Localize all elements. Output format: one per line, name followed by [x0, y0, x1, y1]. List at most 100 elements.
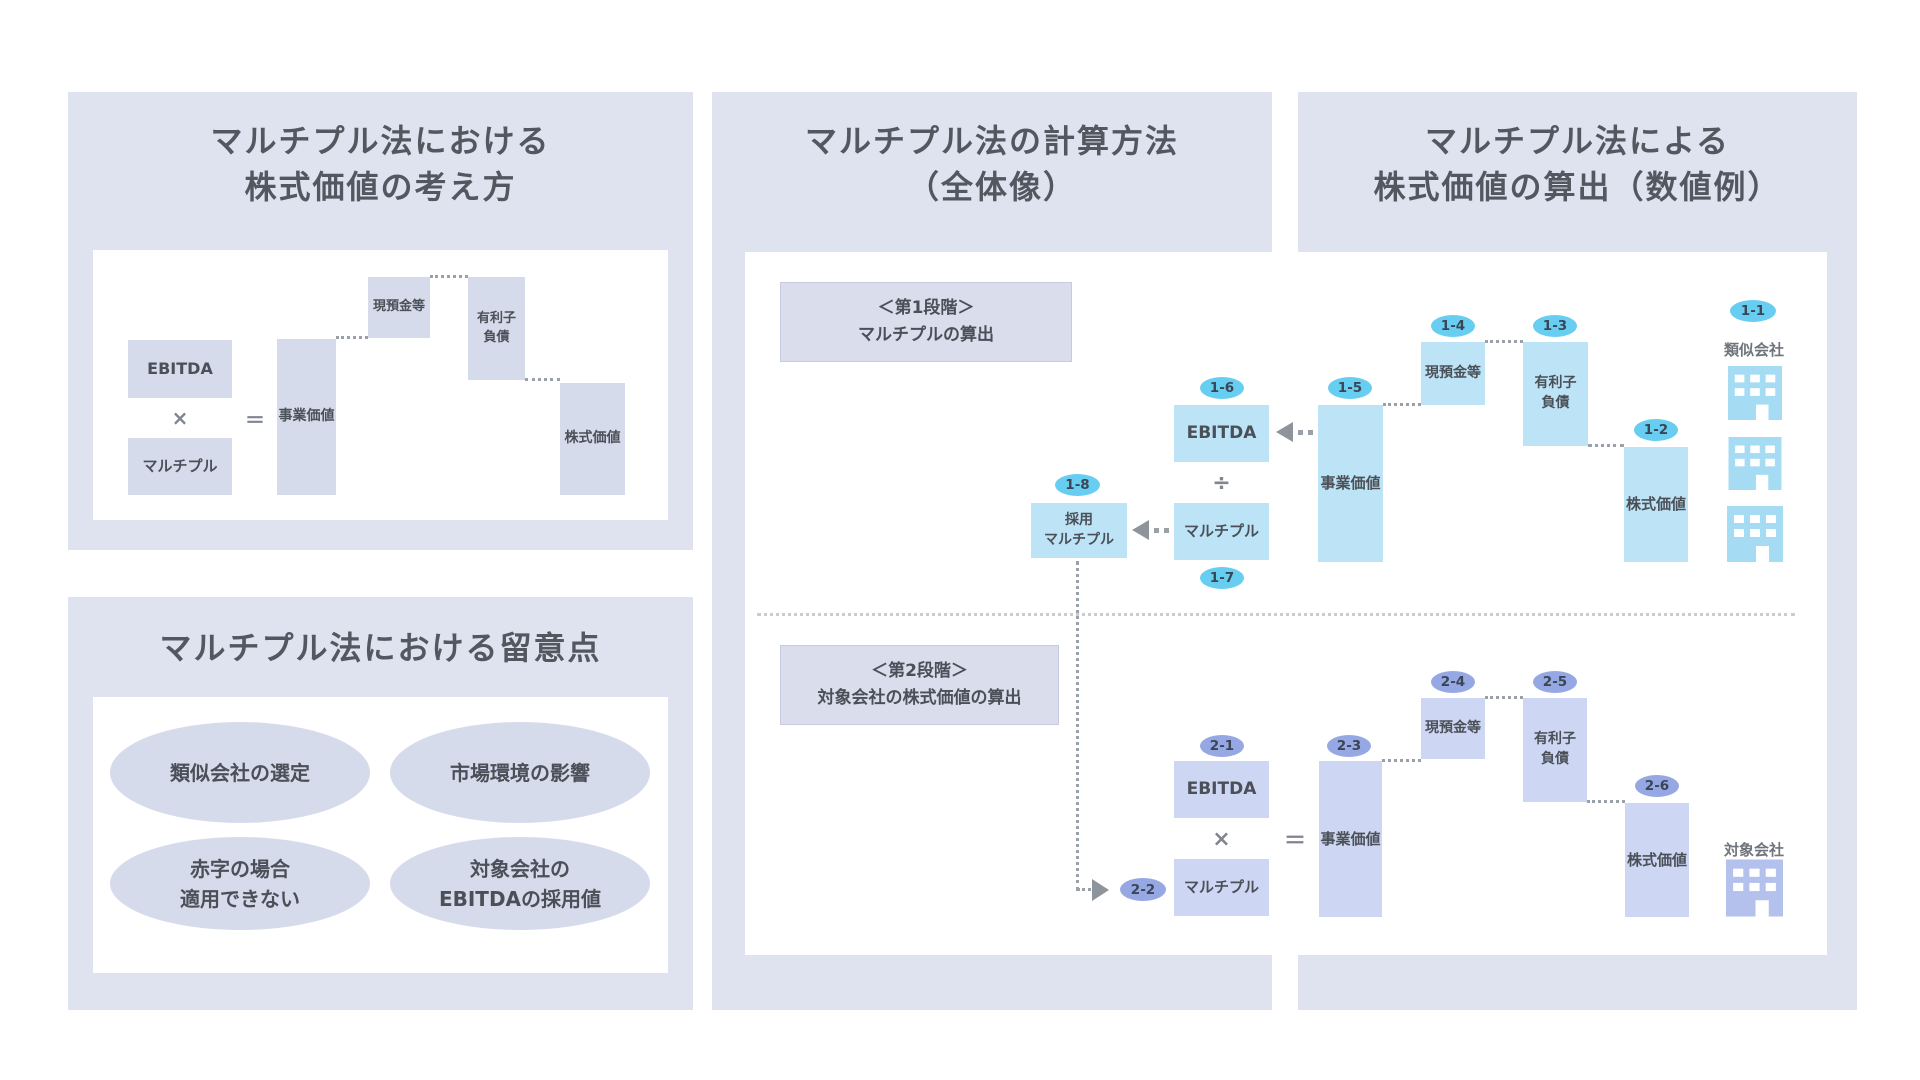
arrow-dot — [1308, 429, 1313, 435]
badge-1-3: 1-3 — [1533, 315, 1577, 337]
card-concept-title: マルチプル法における 株式価値の考え方 — [68, 118, 693, 211]
stage2-connector-cash-debt — [1485, 696, 1523, 699]
stage1-company-label: 類似会社 — [1714, 339, 1794, 360]
stage-divider-line — [757, 613, 1795, 616]
stage1-divide-glyph: ÷ — [1212, 470, 1231, 496]
stage1-debt-line1: 有利子 — [1534, 375, 1577, 392]
badge-2-1-text: 2-1 — [1209, 738, 1235, 754]
badge-1-8: 1-8 — [1055, 474, 1100, 496]
stage1-divide-operator: ÷ — [1174, 464, 1269, 502]
badge-1-2: 1-2 — [1634, 419, 1678, 441]
badge-2-3-text: 2-3 — [1336, 738, 1362, 754]
card-example-title: マルチプル法による 株式価値の算出（数値例） — [1298, 118, 1857, 211]
stage1-adopted-multiple-box: 採用 マルチプル — [1031, 503, 1127, 558]
concept-ebitda-label: EBITDA — [147, 358, 213, 378]
stage2-ev-bar: 事業価値 — [1319, 761, 1382, 917]
building-icon — [1728, 366, 1782, 420]
stage1-multiple-box: マルチプル — [1174, 503, 1269, 560]
concept-connector-cash-debt — [430, 275, 468, 278]
badge-1-5: 1-5 — [1328, 377, 1372, 399]
stage2-debt-box: 有利子 負債 — [1523, 698, 1587, 802]
card-calc-title-line2: （全体像） — [906, 168, 1077, 207]
concept-equals-glyph: ＝ — [245, 407, 265, 432]
stage2-cash-box: 現預金等 — [1421, 698, 1485, 759]
stage1-label: ＜第1段階＞ マルチプルの算出 — [780, 282, 1072, 362]
stage1-multiple-label: マルチプル — [1183, 522, 1259, 540]
badge-1-1: 1-1 — [1730, 300, 1776, 322]
stage2-debt-line1: 有利子 — [1534, 731, 1576, 748]
arrow-dot — [1164, 527, 1169, 533]
stage2-equals-glyph: ＝ — [1283, 829, 1306, 854]
badge-2-3: 2-3 — [1327, 735, 1371, 757]
stage1-equity-box: 株式価値 — [1624, 447, 1688, 562]
concept-multiple-box: マルチプル — [128, 438, 232, 495]
badge-1-3-text: 1-3 — [1542, 318, 1568, 334]
stage1-label-line2: マルチプルの算出 — [858, 325, 994, 345]
arrow-left-icon — [1132, 520, 1149, 540]
note-item-text2: 適用できない — [180, 886, 300, 911]
flow-arrow-right-icon — [1092, 879, 1109, 901]
stage1-cash-label: 現預金等 — [1425, 364, 1481, 381]
concept-ebitda-box: EBITDA — [128, 340, 232, 398]
stage2-connector-ev-cash — [1382, 759, 1421, 762]
stage1-ebitda-label: EBITDA — [1186, 422, 1257, 443]
badge-2-5-text: 2-5 — [1542, 674, 1568, 690]
concept-debt-label-line2: 負債 — [483, 329, 510, 345]
badge-1-2-text: 1-2 — [1643, 422, 1669, 438]
stage1-company-text: 類似会社 — [1723, 341, 1784, 359]
stage2-ev-label: 事業価値 — [1320, 829, 1381, 848]
concept-ev-bar: 事業価値 — [277, 339, 336, 495]
concept-equity-box: 株式価値 — [560, 383, 625, 495]
stage2-multiple-box: マルチプル — [1174, 859, 1269, 916]
note-item-similar-company-selection: 類似会社の選定 — [110, 722, 370, 823]
note-item-market-environment: 市場環境の影響 — [390, 722, 650, 823]
card-concept-title-line2: 株式価値の考え方 — [244, 168, 517, 207]
badge-2-2-text: 2-2 — [1130, 881, 1156, 898]
badge-1-5-text: 1-5 — [1337, 380, 1363, 396]
card-calc-title-line1: マルチプル法の計算方法 — [804, 122, 1179, 160]
stage1-ebitda-box: EBITDA — [1174, 405, 1269, 462]
note-item-text: 市場環境の影響 — [450, 760, 590, 785]
stage2-multiply-operator: × — [1174, 820, 1269, 858]
stage2-label-line1: ＜第2段階＞ — [871, 660, 968, 681]
building-icon — [1728, 437, 1782, 490]
arrow-left-icon — [1276, 422, 1293, 442]
stage1-adopted-line2: マルチプル — [1044, 531, 1114, 548]
card-example-title-line1: マルチプル法による — [1424, 122, 1731, 160]
stage1-ev-bar: 事業価値 — [1318, 405, 1383, 562]
card-notes-title-line: マルチプル法における留意点 — [159, 629, 602, 667]
concept-cash-box: 現預金等 — [368, 277, 430, 338]
stage1-cash-box: 現預金等 — [1421, 342, 1485, 405]
arrow-dot — [1298, 429, 1303, 435]
badge-2-6-text: 2-6 — [1644, 778, 1670, 794]
stage2-company-label: 対象会社 — [1714, 839, 1794, 860]
arrow-ev-to-ebitda — [1276, 422, 1313, 442]
note-item-text: 対象会社の — [470, 856, 570, 881]
card-example-title-line2: 株式価値の算出（数値例） — [1373, 168, 1782, 207]
stage2-label-line2: 対象会社の株式価値の算出 — [817, 688, 1022, 708]
flow-line-adopted-multiple-horizontal — [1077, 888, 1091, 891]
concept-equity-label: 株式価値 — [564, 430, 621, 447]
stage1-debt-line2: 負債 — [1541, 395, 1570, 411]
arrow-dot — [1154, 527, 1159, 533]
note-item-deficit-not-applicable: 赤字の場合 適用できない — [110, 837, 370, 930]
badge-1-6: 1-6 — [1200, 377, 1244, 399]
badge-1-6-text: 1-6 — [1209, 380, 1235, 396]
stage1-equity-label: 株式価値 — [1625, 495, 1686, 513]
badge-1-8-text: 1-8 — [1065, 477, 1090, 493]
concept-ev-label: 事業価値 — [278, 408, 335, 425]
badge-1-4-text: 1-4 — [1440, 318, 1466, 334]
badge-1-1-text: 1-1 — [1740, 303, 1766, 319]
concept-debt-label-line1: 有利子 — [476, 311, 516, 327]
concept-connector-ev-cash — [336, 336, 368, 339]
note-item-text: 赤字の場合 — [190, 856, 290, 881]
stage1-adopted-line1: 採用 — [1065, 511, 1093, 528]
stage1-connector-cash-debt — [1485, 340, 1523, 343]
badge-2-4: 2-4 — [1431, 671, 1475, 693]
badge-2-2: 2-2 — [1120, 878, 1166, 901]
stage1-debt-box: 有利子 負債 — [1523, 342, 1588, 446]
building-icon — [1727, 506, 1783, 562]
stage2-cash-label: 現預金等 — [1425, 719, 1481, 736]
arrow-multiple-to-adopted — [1132, 520, 1169, 540]
stage2-connector-debt-equity — [1587, 800, 1625, 803]
